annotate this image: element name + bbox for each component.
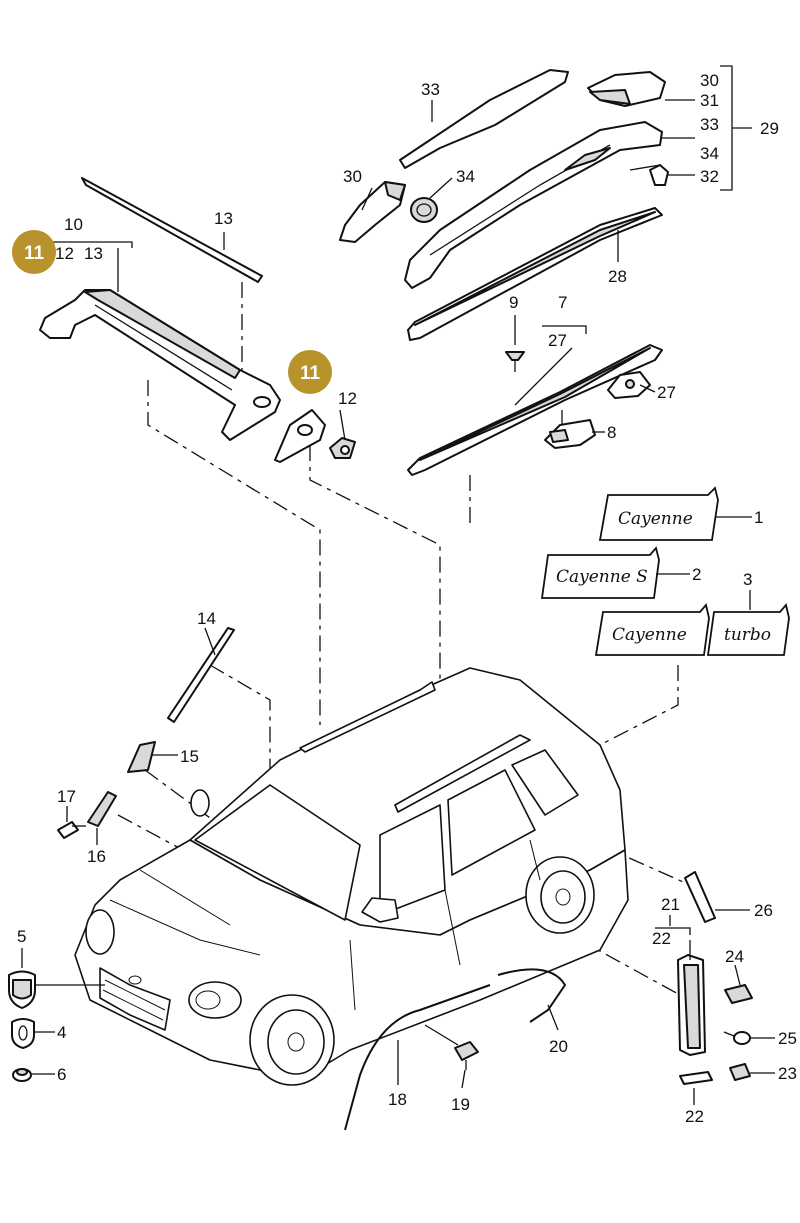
roof-rail-left-assembly [39, 289, 281, 441]
callout: 33 [700, 115, 719, 134]
callout: 13 [84, 244, 103, 263]
callout: 8 [607, 423, 616, 442]
bracket-16 [87, 791, 117, 827]
callout: 29 [760, 119, 779, 138]
callout: 22 [652, 929, 671, 948]
callout: 22 [685, 1107, 704, 1126]
callout: 32 [700, 167, 719, 186]
callout: 21 [661, 895, 680, 914]
pillar-trim-21 [677, 954, 706, 1056]
callout: 13 [214, 209, 233, 228]
emblem-text-cayenne-turbo: Cayenne [612, 625, 687, 645]
emblem-cayenne-turbo-3 [594, 603, 790, 656]
callout: 31 [700, 91, 719, 110]
emblem-text-cayenne: Cayenne [618, 509, 693, 529]
callout: 24 [725, 947, 744, 966]
callout: 30 [700, 71, 719, 90]
emblem-cayenne-1 [598, 486, 719, 541]
roof-rail-strip-13 [81, 177, 263, 283]
callout: 1 [754, 508, 763, 527]
clip-19 [454, 1041, 479, 1070]
callout: 7 [558, 293, 567, 312]
callout: 20 [549, 1037, 568, 1056]
bracket-27 [607, 371, 651, 399]
callout: 12 [338, 389, 357, 408]
clip-32 [649, 164, 669, 186]
end-cap-30 [339, 181, 406, 243]
crest-5 [8, 970, 36, 1009]
callout: 23 [778, 1064, 797, 1083]
seal-20 [497, 968, 567, 1023]
highlight-badge[interactable]: 11 [288, 350, 332, 394]
rail-bracket-11 [274, 409, 326, 463]
callout: 4 [57, 1023, 66, 1042]
emblem-text-turbo: turbo [724, 625, 771, 645]
callout: 9 [509, 293, 518, 312]
strip-14 [167, 627, 235, 723]
screw-9 [505, 351, 525, 372]
callout: 12 [55, 244, 74, 263]
end-cap-30-31 [587, 71, 666, 107]
pad-22 [679, 1071, 713, 1085]
trim-strip-28 [407, 207, 663, 341]
clip-8 [544, 419, 596, 449]
callout: 17 [57, 787, 76, 806]
trim-26 [684, 871, 716, 923]
callout: 19 [451, 1095, 470, 1114]
roof-rail-7 [407, 344, 663, 476]
callout: 33 [421, 80, 440, 99]
emblem-text-cayenne-s: Cayenne S [556, 567, 648, 587]
highlight-badge[interactable]: 11 [12, 230, 56, 274]
callout: 30 [343, 167, 362, 186]
callout: 16 [87, 847, 106, 866]
callout: 34 [456, 167, 475, 186]
callout: 2 [692, 565, 701, 584]
screw-25 [723, 1031, 751, 1045]
callout: 27 [657, 383, 676, 402]
car-body [74, 667, 629, 1086]
callout: 5 [17, 927, 26, 946]
callout: 6 [57, 1065, 66, 1084]
callout: 25 [778, 1029, 797, 1048]
nut-23 [729, 1063, 751, 1081]
callout: 26 [754, 901, 773, 920]
callout: 10 [64, 215, 83, 234]
cap-34 [410, 197, 438, 223]
callout: 15 [180, 747, 199, 766]
callout: 18 [388, 1090, 407, 1109]
emblem-cayenne-s-2 [540, 546, 660, 599]
badge-4 [11, 1018, 35, 1049]
grommet-6 [12, 1068, 32, 1082]
callout: 27 [548, 331, 567, 350]
badge-label: 11 [24, 243, 45, 264]
callout-numbers: 1 2 3 4 5 6 7 8 9 10 12 12 13 13 14 15 1… [17, 71, 797, 1126]
callout: 3 [743, 570, 752, 589]
bracket-15 [127, 741, 156, 773]
seal-18 [344, 984, 491, 1131]
clip-12 [329, 437, 356, 459]
callout: 14 [197, 609, 216, 628]
clip-24 [724, 984, 753, 1004]
badge-label: 11 [300, 363, 321, 384]
rail-cover-33 [399, 69, 569, 169]
screw-17 [57, 821, 86, 839]
callout: 34 [700, 144, 719, 163]
callout: 28 [608, 267, 627, 286]
